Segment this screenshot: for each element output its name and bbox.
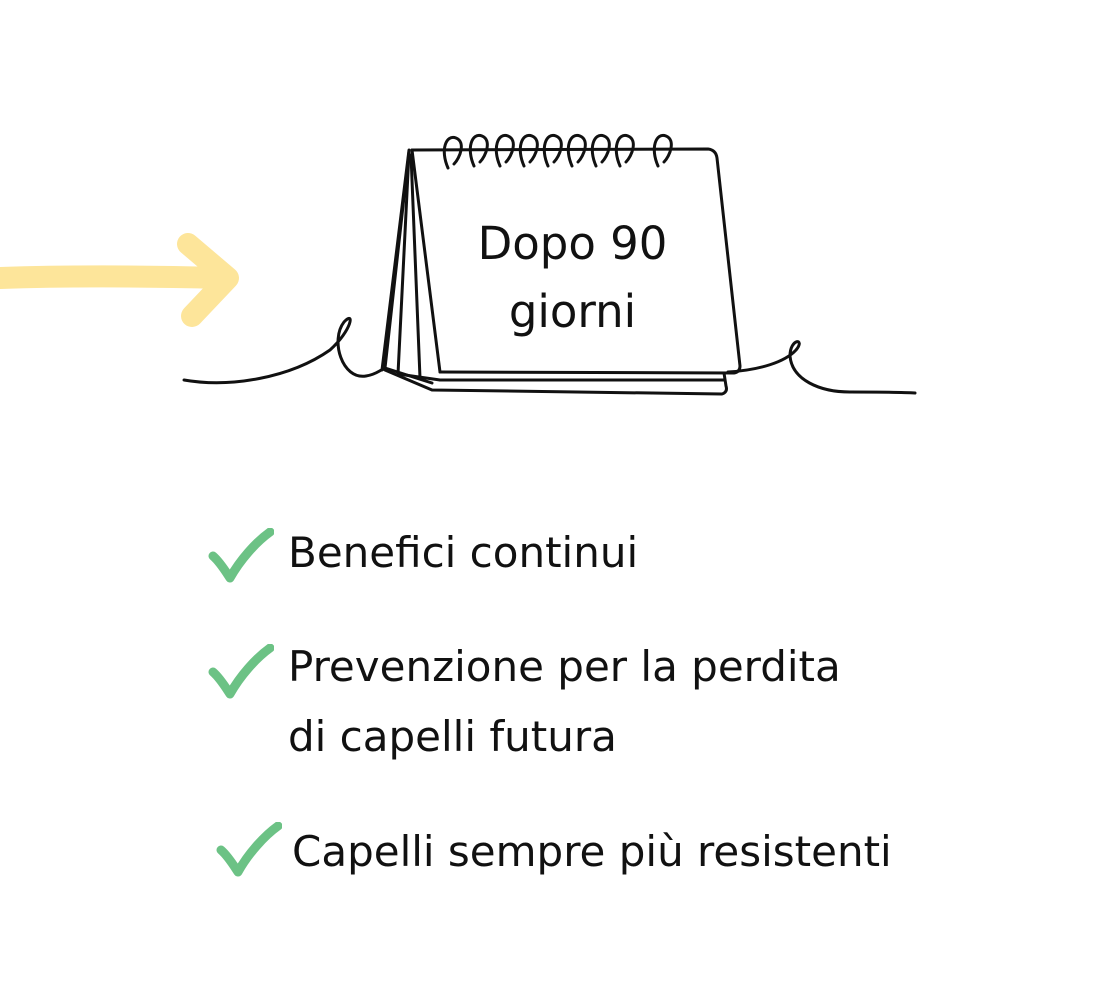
benefit-text-line: Prevenzione per la perdita [288,642,841,691]
calendar-caption-line-1: Dopo 90 [477,217,668,270]
calendar-caption-line-2: giorni [508,285,637,338]
benefit-text: Capelli sempre più resistenti [292,817,892,887]
benefit-text-line: Benefici continui [288,528,639,577]
benefit-text-line: di capelli futura [288,712,617,761]
benefit-text: Prevenzione per la perdita di capelli fu… [288,632,841,772]
calendar-caption: Dopo 90 giorni [440,210,705,346]
check-icon [208,644,274,699]
check-icon [208,528,274,583]
benefit-text-line: Capelli sempre più resistenti [292,827,892,876]
check-icon [216,822,282,877]
desk-calendar-icon [182,133,917,396]
benefit-text: Benefici continui [288,518,638,588]
arrow-right-icon [0,233,239,327]
